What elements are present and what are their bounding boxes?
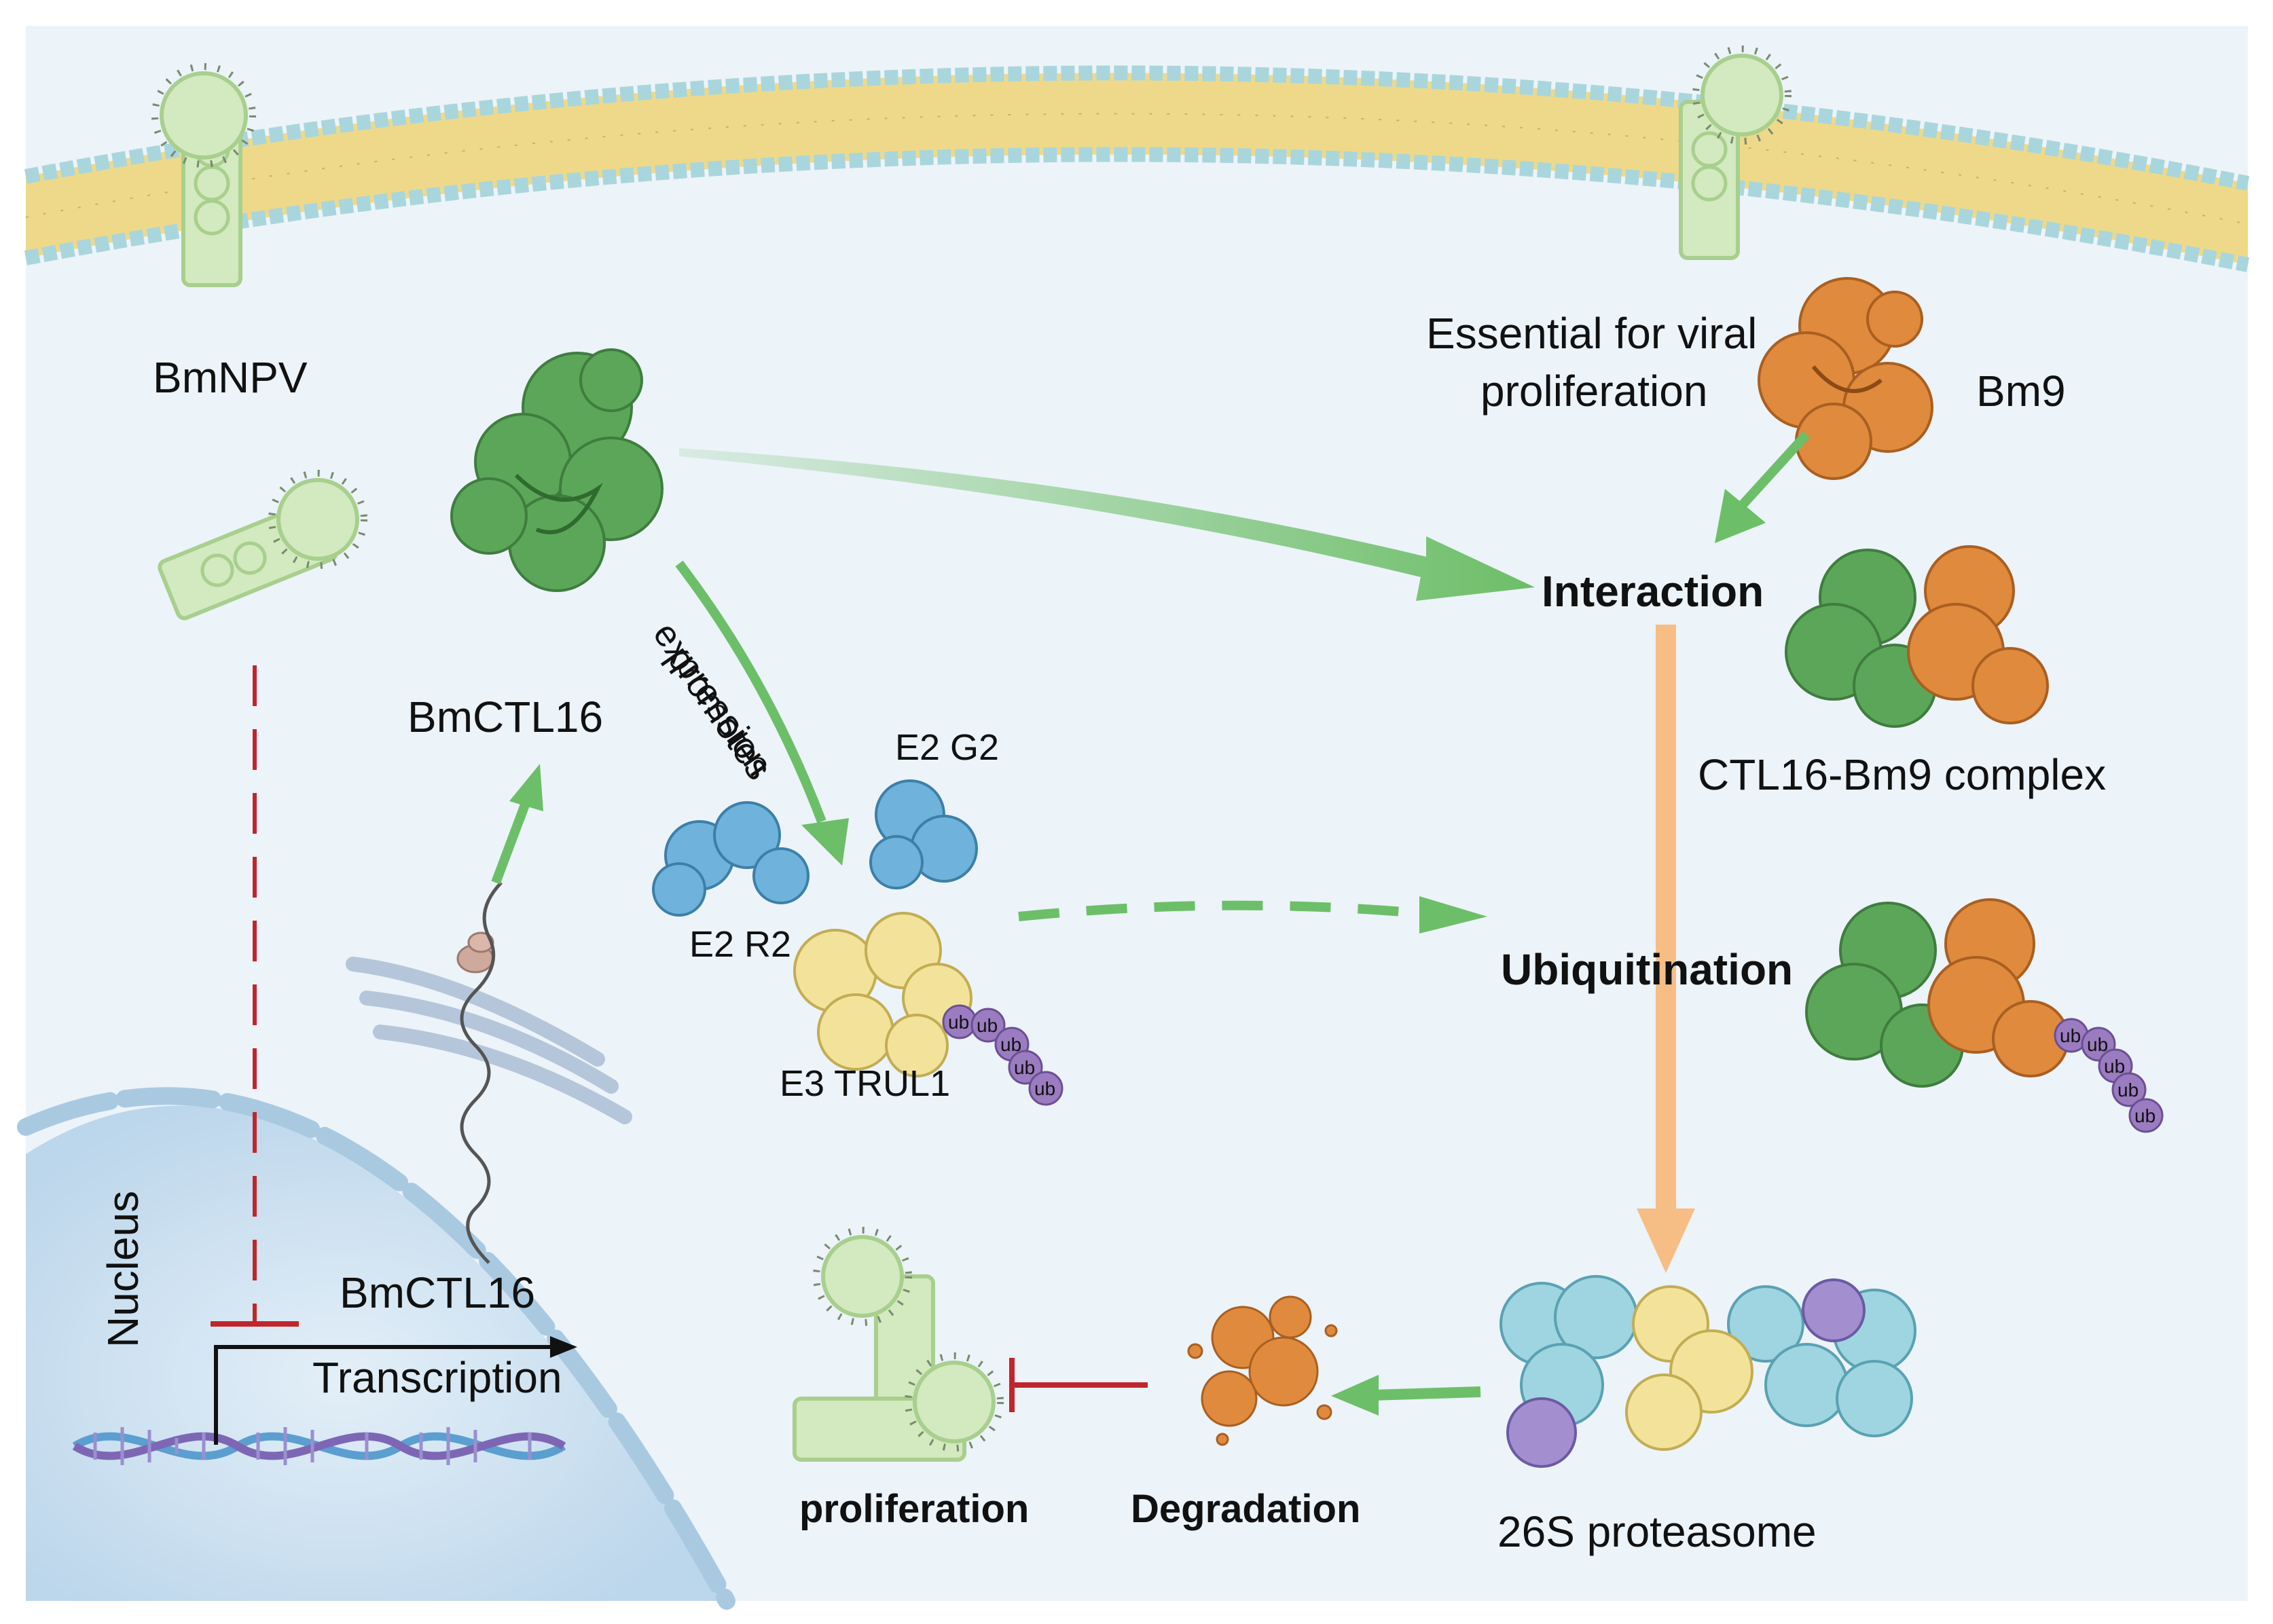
- arrow-interaction-to-proteasome: [1637, 625, 1695, 1273]
- e2-r2-label: E2 R2: [689, 924, 792, 965]
- bmctl16-protein-label: BmCTL16: [407, 693, 604, 741]
- arrow-enzymes-to-ubiquitination: [1018, 896, 1487, 934]
- e2-g2-label: E2 G2: [895, 727, 1000, 768]
- ub-label: ub: [1034, 1078, 1056, 1099]
- inhibition-dashed-line: [211, 665, 299, 1327]
- ub-label: ub: [1014, 1057, 1036, 1078]
- ub-label: ub: [2087, 1034, 2109, 1055]
- ub-label: ub: [2134, 1105, 2156, 1126]
- virus-icon-membrane-left: [151, 63, 256, 287]
- ctl16-bm9-complex-icon: [1785, 545, 2049, 728]
- virus-icon-membrane-right: [1679, 45, 1792, 260]
- arrow-bm9-to-interaction: [1715, 431, 1811, 543]
- nucleus: [17, 1087, 735, 1610]
- proteasome-icon: [1499, 1275, 1916, 1468]
- arrow-proteasome-to-degradation: [1331, 1375, 1481, 1416]
- mrna-strand: [460, 881, 503, 1264]
- dna-helix: [72, 1427, 566, 1465]
- nucleus-label: Nucleus: [98, 1190, 147, 1348]
- e3-trul1-label: E3 TRUL1: [780, 1063, 951, 1104]
- ub-label: ub: [2060, 1025, 2081, 1046]
- bm9-label: Bm9: [1976, 367, 2066, 416]
- complex-label: CTL16-Bm9 complex: [1698, 750, 2107, 799]
- transcription-arrow: [214, 1336, 577, 1445]
- interaction-label: Interaction: [1542, 567, 1764, 616]
- ub-label: ub: [948, 1012, 970, 1033]
- virus-icon-free: [158, 470, 367, 621]
- ub-label: ub: [2104, 1056, 2126, 1077]
- degradation-label: Degradation: [1131, 1487, 1361, 1531]
- degraded-bm9-icon: [1187, 1295, 1338, 1446]
- arrow-bmctl16-to-interaction: [679, 448, 1535, 601]
- bm9-protein-icon: [1758, 277, 1933, 480]
- arrow-ribosome-to-bmctl16: [491, 764, 543, 885]
- bmctl16-gene-label: BmCTL16: [340, 1268, 536, 1317]
- proteasome-label: 26S proteasome: [1497, 1507, 1817, 1556]
- essential-label-line1: Essential for viral: [1426, 309, 1758, 358]
- ubiquitin-chain-complex: [2054, 1018, 2164, 1133]
- virus-icon-inhibited: [793, 1227, 1004, 1462]
- ubiquitin-chain-e3: [942, 1004, 1063, 1106]
- ub-label: ub: [1000, 1034, 1022, 1055]
- ubiquitination-label: Ubiquitination: [1501, 945, 1794, 994]
- transcription-label: Transcription: [312, 1353, 562, 1402]
- bmctl16-protein-icon: [450, 348, 663, 592]
- essential-label-line2: proliferation: [1480, 367, 1708, 416]
- e2-g2-enzyme-icon: [869, 779, 978, 889]
- ub-label: ub: [2117, 1079, 2139, 1101]
- bmnpv-label: BmNPV: [153, 353, 308, 402]
- inhibition-degradation-to-proliferation: [1009, 1358, 1148, 1412]
- proliferation-label: proliferation: [799, 1487, 1030, 1531]
- arrow-promotes-expression: [675, 560, 849, 866]
- e2-r2-enzyme-icon: [652, 801, 810, 917]
- endoplasmic-reticulum: [346, 957, 632, 1124]
- ub-label: ub: [977, 1015, 998, 1036]
